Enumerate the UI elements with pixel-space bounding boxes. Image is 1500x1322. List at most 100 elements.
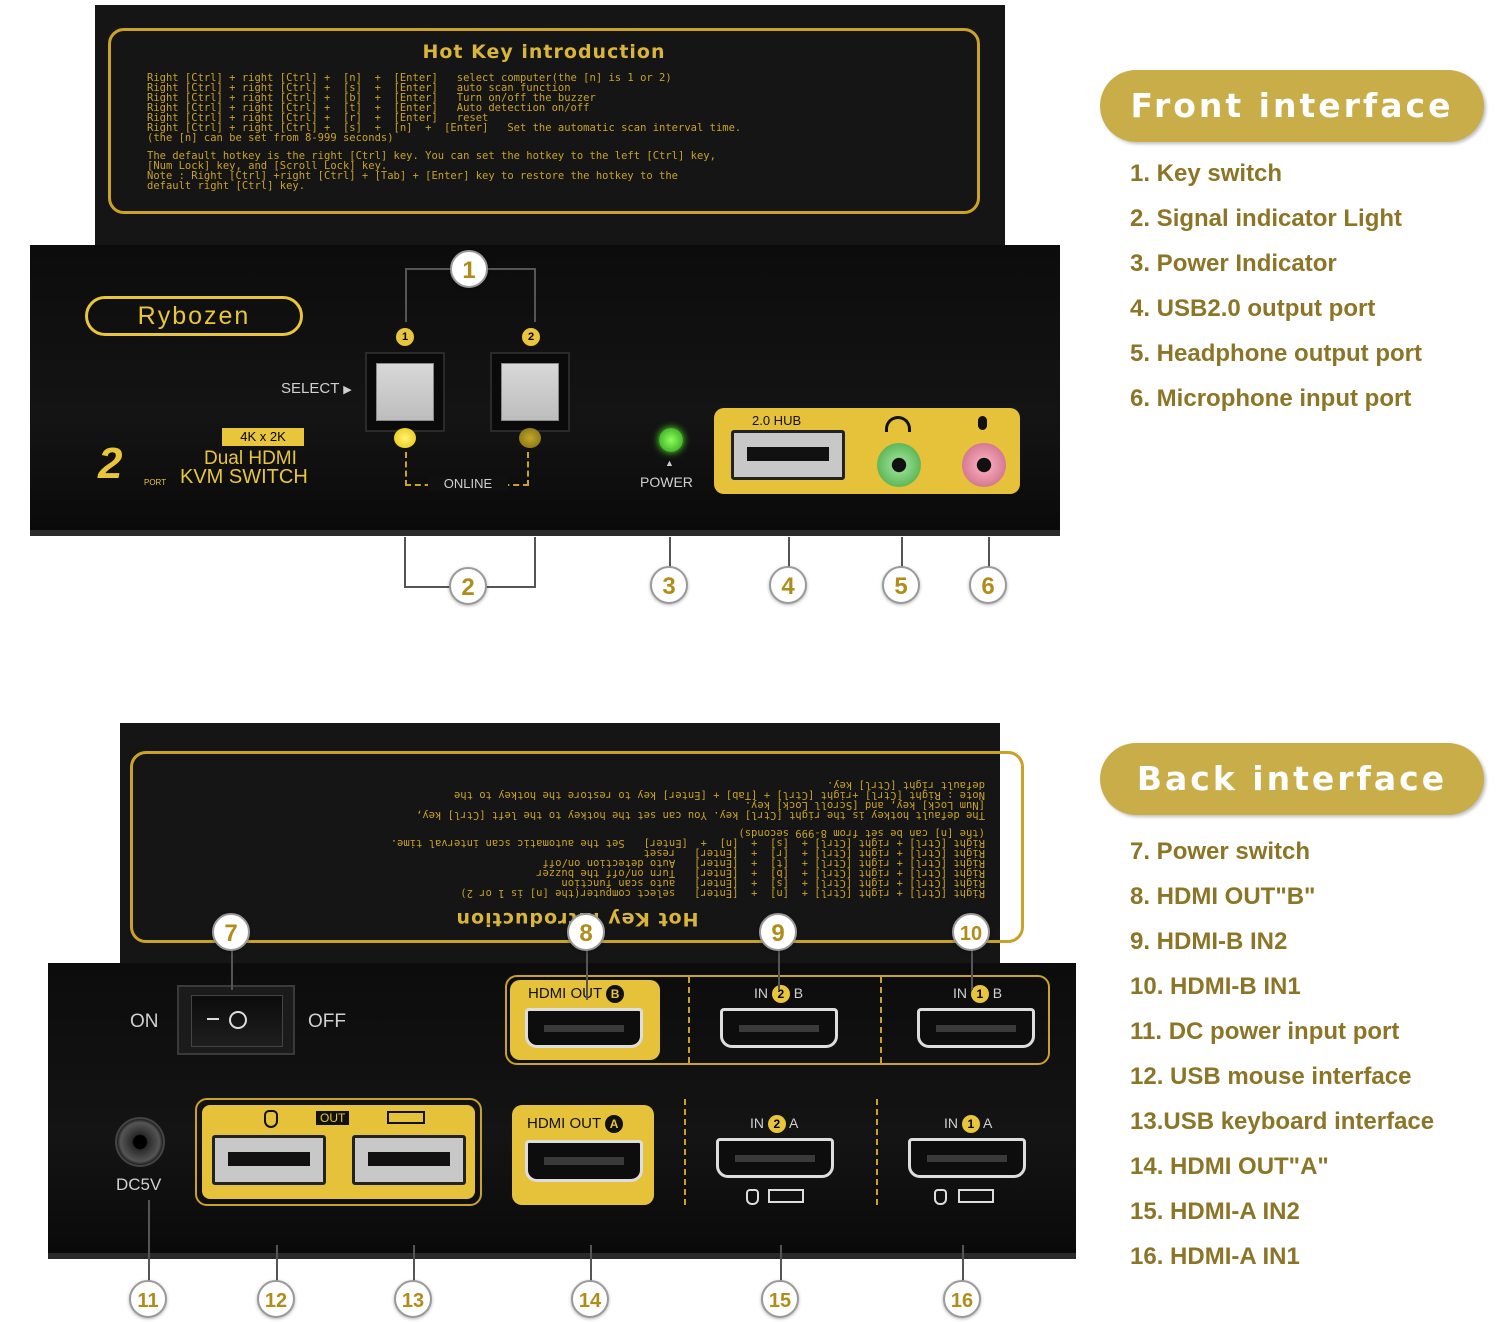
number-2-badge: 2 — [767, 1115, 786, 1133]
leader-4 — [788, 537, 790, 567]
in1b-text: IN — [953, 985, 967, 1001]
hdmi-in1-b-port[interactable] — [917, 1008, 1035, 1048]
list-item: 14. HDMI OUT"A" — [1130, 1153, 1329, 1180]
divider — [684, 1099, 686, 1205]
hotkey-line: Right [Ctrl] + right [Ctrl] + [n] + [Ent… — [147, 72, 672, 84]
leader-1c — [534, 268, 536, 322]
leader-3 — [669, 537, 671, 567]
hdmi-out-b-label: HDMI OUT B — [528, 985, 625, 1003]
spec-badge: 4K x 2K — [222, 428, 304, 446]
leader-14 — [590, 1245, 592, 1282]
in2b-text: IN — [754, 985, 768, 1001]
arrow-right-icon: ▶ — [343, 384, 352, 396]
hotkey-line: Right [Ctrl] + right [Ctrl] + [s] + [n] … — [147, 122, 742, 134]
leader-2b — [534, 537, 536, 587]
hotkey-panel-front: Hot Key introduction Right [Ctrl] + righ… — [108, 28, 980, 214]
hdmi-out-a-port[interactable] — [525, 1140, 643, 1182]
hdmi-out-a-text: HDMI OUT — [527, 1115, 601, 1132]
dc-power-jack[interactable] — [115, 1117, 165, 1167]
hdmi-in1-a-port[interactable] — [908, 1138, 1026, 1178]
hdmi-pins — [738, 1024, 820, 1033]
microphone-icon — [978, 416, 987, 430]
select-button-2[interactable] — [490, 352, 570, 432]
callout-3: 3 — [650, 566, 688, 604]
select-button-1[interactable] — [365, 352, 445, 432]
callout-12: 12 — [257, 1280, 295, 1318]
hotkey-line: default right [Ctrl] key. — [147, 180, 306, 192]
leader-5 — [901, 537, 903, 567]
hdmi-out-b-text: HDMI OUT — [528, 985, 602, 1002]
leader-10 — [971, 950, 973, 990]
hotkey-line: Note : Right [Ctrl] +right [Ctrl] + [Tab… — [147, 170, 679, 182]
mouse-icon — [934, 1189, 947, 1205]
in1a-text: IN — [944, 1115, 958, 1131]
hotkey-lines: Right [Ctrl] + right [Ctrl] + [n] + [Ent… — [147, 72, 967, 192]
list-item: 5. Headphone output port — [1130, 340, 1422, 367]
in2a-label: IN 2 A — [750, 1115, 798, 1133]
letter-b-badge: B — [606, 985, 625, 1003]
hotkey-line: Right [Ctrl] + right [Ctrl] + [r] + [Ent… — [147, 112, 489, 124]
keyboard-icon — [958, 1189, 994, 1203]
hdmi-b-row — [505, 975, 1050, 1065]
in2a-letter: A — [789, 1115, 799, 1131]
list-item: 12. USB mouse interface — [1130, 1063, 1412, 1090]
hotkey-line: Right [Ctrl] + right [Ctrl] + [b] + [Ent… — [147, 92, 596, 104]
back-device-top — [120, 723, 1000, 963]
keyboard-icon — [768, 1189, 804, 1203]
leader-2a — [404, 537, 406, 587]
brand-logo: Rybozen — [85, 296, 303, 336]
usb-mouse-port[interactable] — [212, 1135, 326, 1185]
callout-13: 13 — [394, 1280, 432, 1318]
product-line1: Dual HDMI — [204, 448, 297, 469]
online-label: ONLINE — [428, 476, 508, 491]
hotkey-lines-back: Right [Ctrl] + right [Ctrl] + [n] + [Ent… — [155, 779, 985, 899]
online-led-1 — [394, 428, 416, 448]
headphone-jack[interactable] — [877, 443, 921, 487]
hotkey-line: Right [Ctrl] + right [Ctrl] + [s] + [Ent… — [561, 877, 985, 889]
select-label-text: SELECT — [281, 380, 340, 397]
hotkey-line: Right [Ctrl] + right [Ctrl] + [b] + [Ent… — [536, 867, 985, 879]
in1a-letter: A — [983, 1115, 993, 1131]
hdmi-in2-b-port[interactable] — [720, 1008, 838, 1048]
online-led-2 — [519, 428, 541, 448]
front-device: Hot Key introduction Right [Ctrl] + righ… — [0, 0, 1090, 540]
headphone-icon — [885, 416, 911, 432]
list-item: 13.USB keyboard interface — [1130, 1108, 1435, 1135]
list-item: 11. DC power input port — [1130, 1018, 1400, 1045]
usb-row — [195, 1098, 482, 1206]
divider — [876, 1099, 878, 1205]
power-led — [659, 428, 683, 452]
leader-13 — [413, 1245, 415, 1282]
usb-keyboard-port[interactable] — [352, 1135, 466, 1185]
power-label: POWER — [640, 474, 693, 490]
leader-11 — [148, 1200, 150, 1282]
hdmi-pins — [734, 1154, 816, 1163]
power-switch[interactable] — [177, 985, 295, 1055]
mouse-icon — [264, 1110, 278, 1128]
list-item: 3. Power Indicator — [1130, 250, 1337, 277]
usb-tongue — [746, 447, 830, 462]
hotkey-line: The default hotkey is the right [Ctrl] k… — [416, 809, 985, 821]
callout-7: 7 — [212, 913, 250, 951]
hdmi-out-b-port[interactable] — [525, 1008, 643, 1048]
microphone-jack[interactable] — [962, 443, 1006, 487]
callout-11: 11 — [129, 1280, 167, 1318]
back-interface-heading: Back interface — [1100, 743, 1484, 815]
callout-14: 14 — [571, 1280, 609, 1318]
number-1-badge: 1 — [970, 985, 989, 1003]
hotkey-line: Right [Ctrl] + right [Ctrl] + [s] + [n] … — [390, 837, 985, 849]
usb-hub-port[interactable] — [731, 430, 845, 480]
button-cap — [501, 363, 559, 421]
hotkey-line: Right [Ctrl] + right [Ctrl] + [t] + [Ent… — [147, 102, 590, 114]
hdmi-in2-a-port[interactable] — [716, 1138, 834, 1178]
front-device-top — [95, 5, 1005, 245]
button-cap — [376, 363, 434, 421]
usb-out-label: OUT — [316, 1111, 350, 1125]
leader-15 — [780, 1245, 782, 1282]
leader-6 — [988, 537, 990, 567]
in1b-letter: B — [992, 985, 1003, 1001]
list-item: 6. Microphone input port — [1130, 385, 1412, 412]
leader-7 — [231, 950, 233, 990]
hub-label: 2.0 HUB — [752, 413, 802, 428]
callout-5: 5 — [882, 566, 920, 604]
